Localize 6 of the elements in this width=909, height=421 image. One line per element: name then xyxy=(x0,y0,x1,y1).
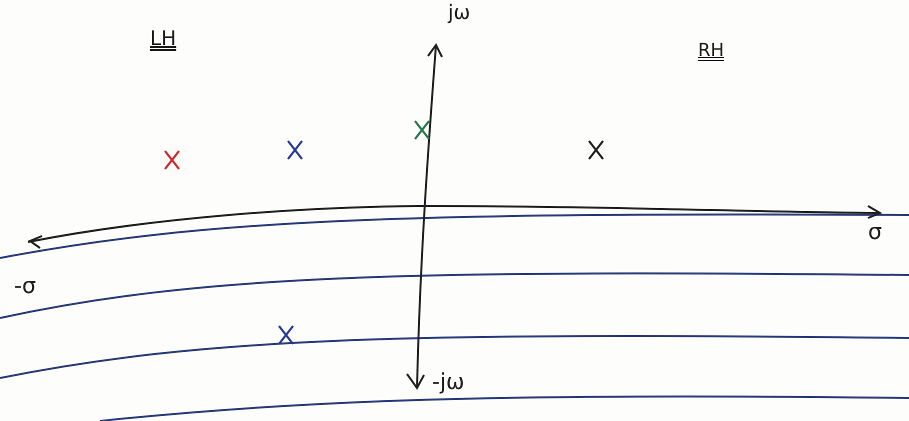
axis-label: σ xyxy=(868,222,882,244)
axis-label: -σ xyxy=(14,276,36,298)
axis-label: jω xyxy=(448,2,470,22)
axis-label: LH xyxy=(150,28,176,48)
axis-label: RH xyxy=(698,42,724,60)
axis-label: -jω xyxy=(432,372,464,394)
